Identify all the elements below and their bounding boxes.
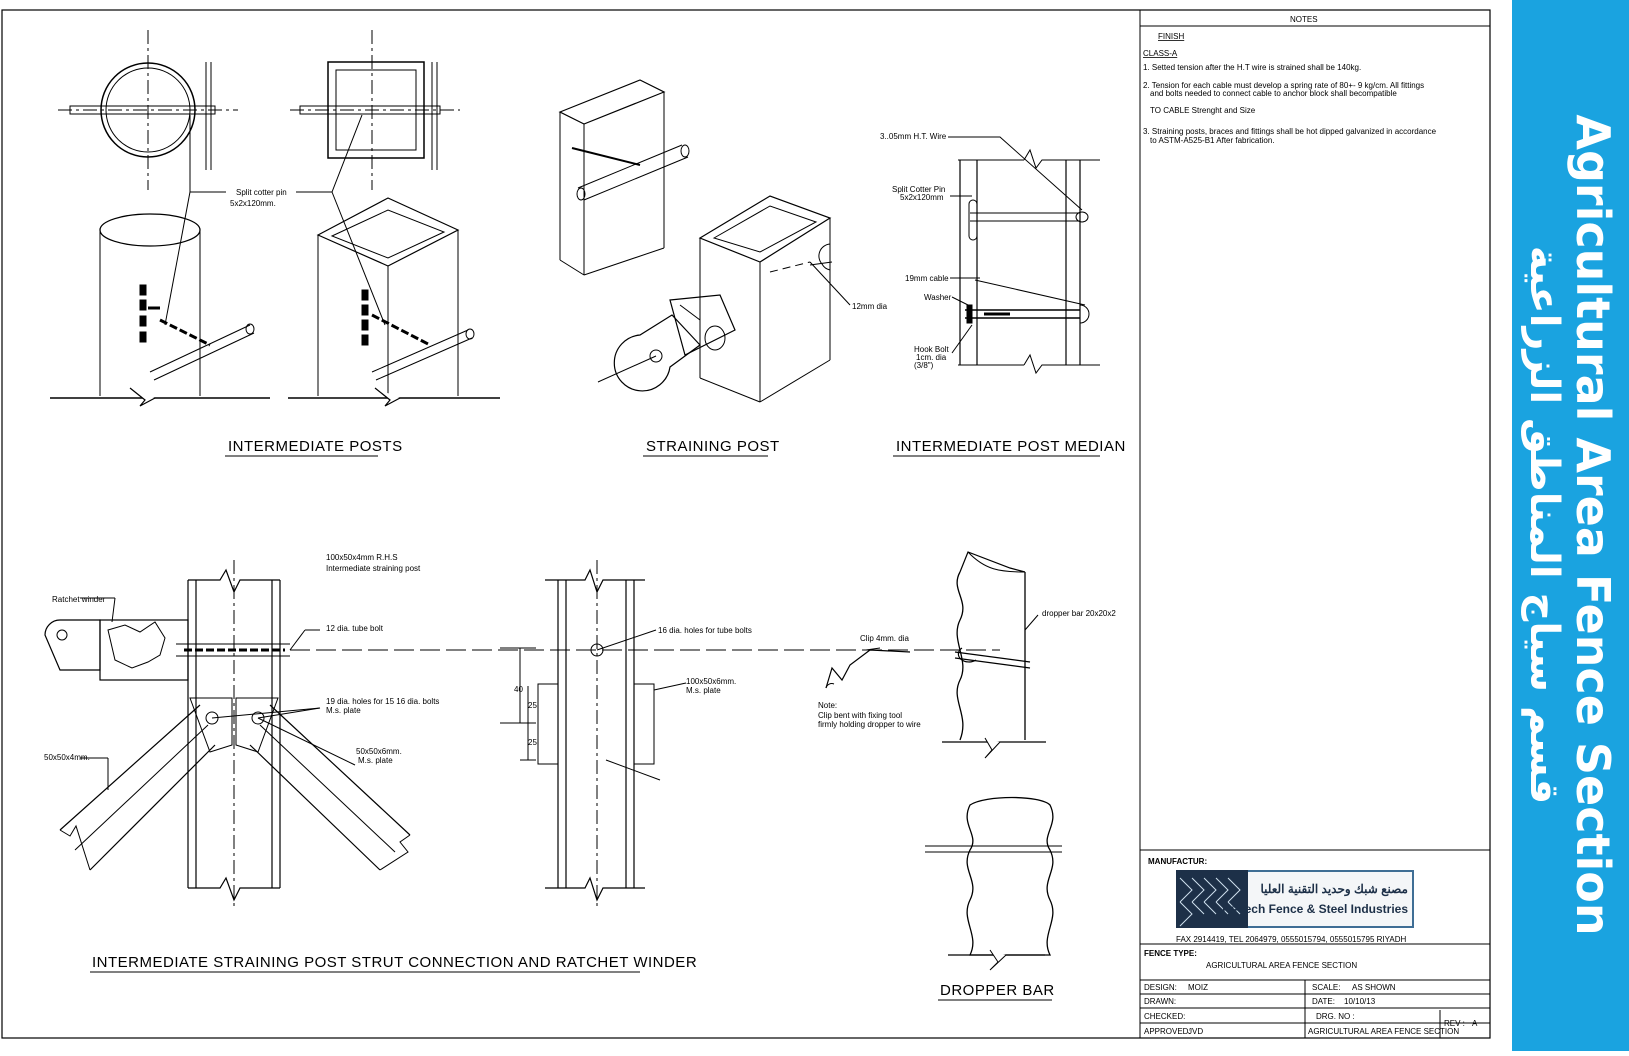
dim-40: 40 xyxy=(514,685,523,694)
approved-value: JVD xyxy=(1188,1027,1203,1036)
label-hook-bolt-inch: (3/8") xyxy=(914,361,934,370)
label-plate-50x50x6: 50x50x6mm. xyxy=(356,747,402,756)
label-split-cotter-pin-cap-size: 5x2x120mm xyxy=(900,193,944,202)
label-plate-100-ms: M.s. plate xyxy=(686,686,721,695)
notes-class: CLASS-A xyxy=(1143,49,1178,58)
title-intermediate-posts: INTERMEDIATE POSTS xyxy=(228,438,403,455)
date-label: DATE: xyxy=(1312,997,1335,1006)
label-note: Note: xyxy=(818,701,837,710)
label-16-holes: 16 dia. holes for tube bolts xyxy=(658,626,752,635)
label-19-holes-plate: M.s. plate xyxy=(326,706,361,715)
notes-finish: FINISH xyxy=(1158,32,1184,41)
notes-line-6: to ASTM-A525-B1 After fabrication. xyxy=(1150,136,1275,145)
label-plate-100: 100x50x6mm. xyxy=(686,677,736,686)
notes-line-2: 2. Tension for each cable must develop a… xyxy=(1143,81,1424,90)
label-12mm-dia: 12mm dia xyxy=(852,302,888,311)
notes-line-4: TO CABLE Strenght and Size xyxy=(1150,106,1256,115)
checked-label: CHECKED: xyxy=(1144,1012,1185,1021)
notes-heading: NOTES xyxy=(1290,15,1318,24)
label-split-cotter-pin: Split cotter pin xyxy=(236,188,287,197)
date-value: 10/10/13 xyxy=(1344,997,1376,1006)
drawn-label: DRAWN: xyxy=(1144,997,1176,1006)
label-plate-50x50x6-ms: M.s. plate xyxy=(358,756,393,765)
label-rhs-desc: Intermediate straining post xyxy=(326,564,421,573)
title-block-grid xyxy=(1140,25,1490,1038)
logo-arabic-text: مصنع شبك وحديد التقنية العليا xyxy=(1260,882,1408,897)
label-split-cotter-pin-size: 5x2x120mm. xyxy=(230,199,276,208)
drg-no-value: AGRICULTURAL AREA FENCE SECTION xyxy=(1308,1027,1459,1036)
dim-25a: 25 xyxy=(528,701,537,710)
label-hook-bolt-dia: 1cm. dia xyxy=(916,353,947,362)
rev-value: A xyxy=(1472,1019,1478,1028)
label-rhs: 100x50x4mm R.H.S xyxy=(326,553,398,562)
notes-line-1: 1. Setted tension after the H.T wire is … xyxy=(1143,63,1361,72)
label-hook-bolt: Hook Bolt xyxy=(914,345,949,354)
label-note-line2: firmly holding dropper to wire xyxy=(818,720,921,729)
scale-value: AS SHOWN xyxy=(1352,983,1396,992)
title-dropper-bar: DROPPER BAR xyxy=(940,982,1055,999)
drg-no-label: DRG. NO : xyxy=(1316,1012,1355,1021)
contact-info: FAX 2914419, TEL 2064979, 0555015794, 05… xyxy=(1176,935,1406,944)
dim-25b: 25 xyxy=(528,738,537,747)
label-tube-bolt: 12 dia. tube bolt xyxy=(326,624,384,633)
drawing-canvas: INTERMEDIATE POSTS STRAINING POST INTERM… xyxy=(1,9,1491,1039)
approved-label: APPROVED: xyxy=(1144,1027,1191,1036)
label-split-cotter-pin-cap: Split Cotter Pin xyxy=(892,185,945,194)
manufacturer-label: MANUFACTUR: xyxy=(1148,857,1207,866)
label-note-line1: Clip bent with fixing tool xyxy=(818,711,902,720)
side-banner-arabic: قسم سياج المناطق الزراعية xyxy=(1521,245,1567,805)
label-19-holes: 19 dia. holes for 15 16 dia. bolts xyxy=(326,697,439,706)
label-dropper-bar-size: dropper bar 20x20x2 xyxy=(1042,609,1116,618)
strut-connection-drawing xyxy=(44,560,1000,910)
label-washer: Washer xyxy=(924,293,952,302)
logo-english-text: Hi-Tech Fence & Steel Industries xyxy=(1222,902,1408,916)
design-value: MOIZ xyxy=(1188,983,1208,992)
fence-type-label: FENCE TYPE: xyxy=(1144,949,1197,958)
drawing-sheet: INTERMEDIATE POSTS STRAINING POST INTERM… xyxy=(1,9,1491,1039)
sheet-border xyxy=(1,9,1491,1039)
label-ht-wire: 3..05mm H.T. Wire xyxy=(880,132,947,141)
title-strut-connection: INTERMEDIATE STRAINING POST STRUT CONNEC… xyxy=(92,954,697,971)
notes-line-3: and bolts needed to connect cable to anc… xyxy=(1150,89,1397,98)
side-banner-text: Agricultural Area Fence Section قسم سياج… xyxy=(1521,114,1620,936)
label-ratchet-winder: Ratchet winder xyxy=(52,595,106,604)
label-angle-50x50x4: 50x50x4mm. xyxy=(44,753,90,762)
notes-line-5: 3. Straining posts, braces and fittings … xyxy=(1143,127,1437,136)
dropper-bar-drawing xyxy=(825,551,1062,971)
scale-label: SCALE: xyxy=(1312,983,1340,992)
fence-type-value: AGRICULTURAL AREA FENCE SECTION xyxy=(1206,961,1357,970)
intermediate-post-median-drawing xyxy=(948,136,1100,375)
label-clip: Clip 4mm. dia xyxy=(860,634,909,643)
side-banner-english: Agricultural Area Fence Section xyxy=(1566,114,1620,936)
label-19mm-cable: 19mm cable xyxy=(905,274,949,283)
intermediate-posts-drawing xyxy=(50,30,500,407)
side-banner xyxy=(1512,0,1629,1051)
title-straining-post: STRAINING POST xyxy=(646,438,780,455)
design-label: DESIGN: xyxy=(1144,983,1177,992)
title-intermediate-post-median: INTERMEDIATE POST MEDIAN xyxy=(896,438,1126,455)
straining-post-drawing xyxy=(558,79,851,403)
rev-label: REV : xyxy=(1444,1019,1465,1028)
